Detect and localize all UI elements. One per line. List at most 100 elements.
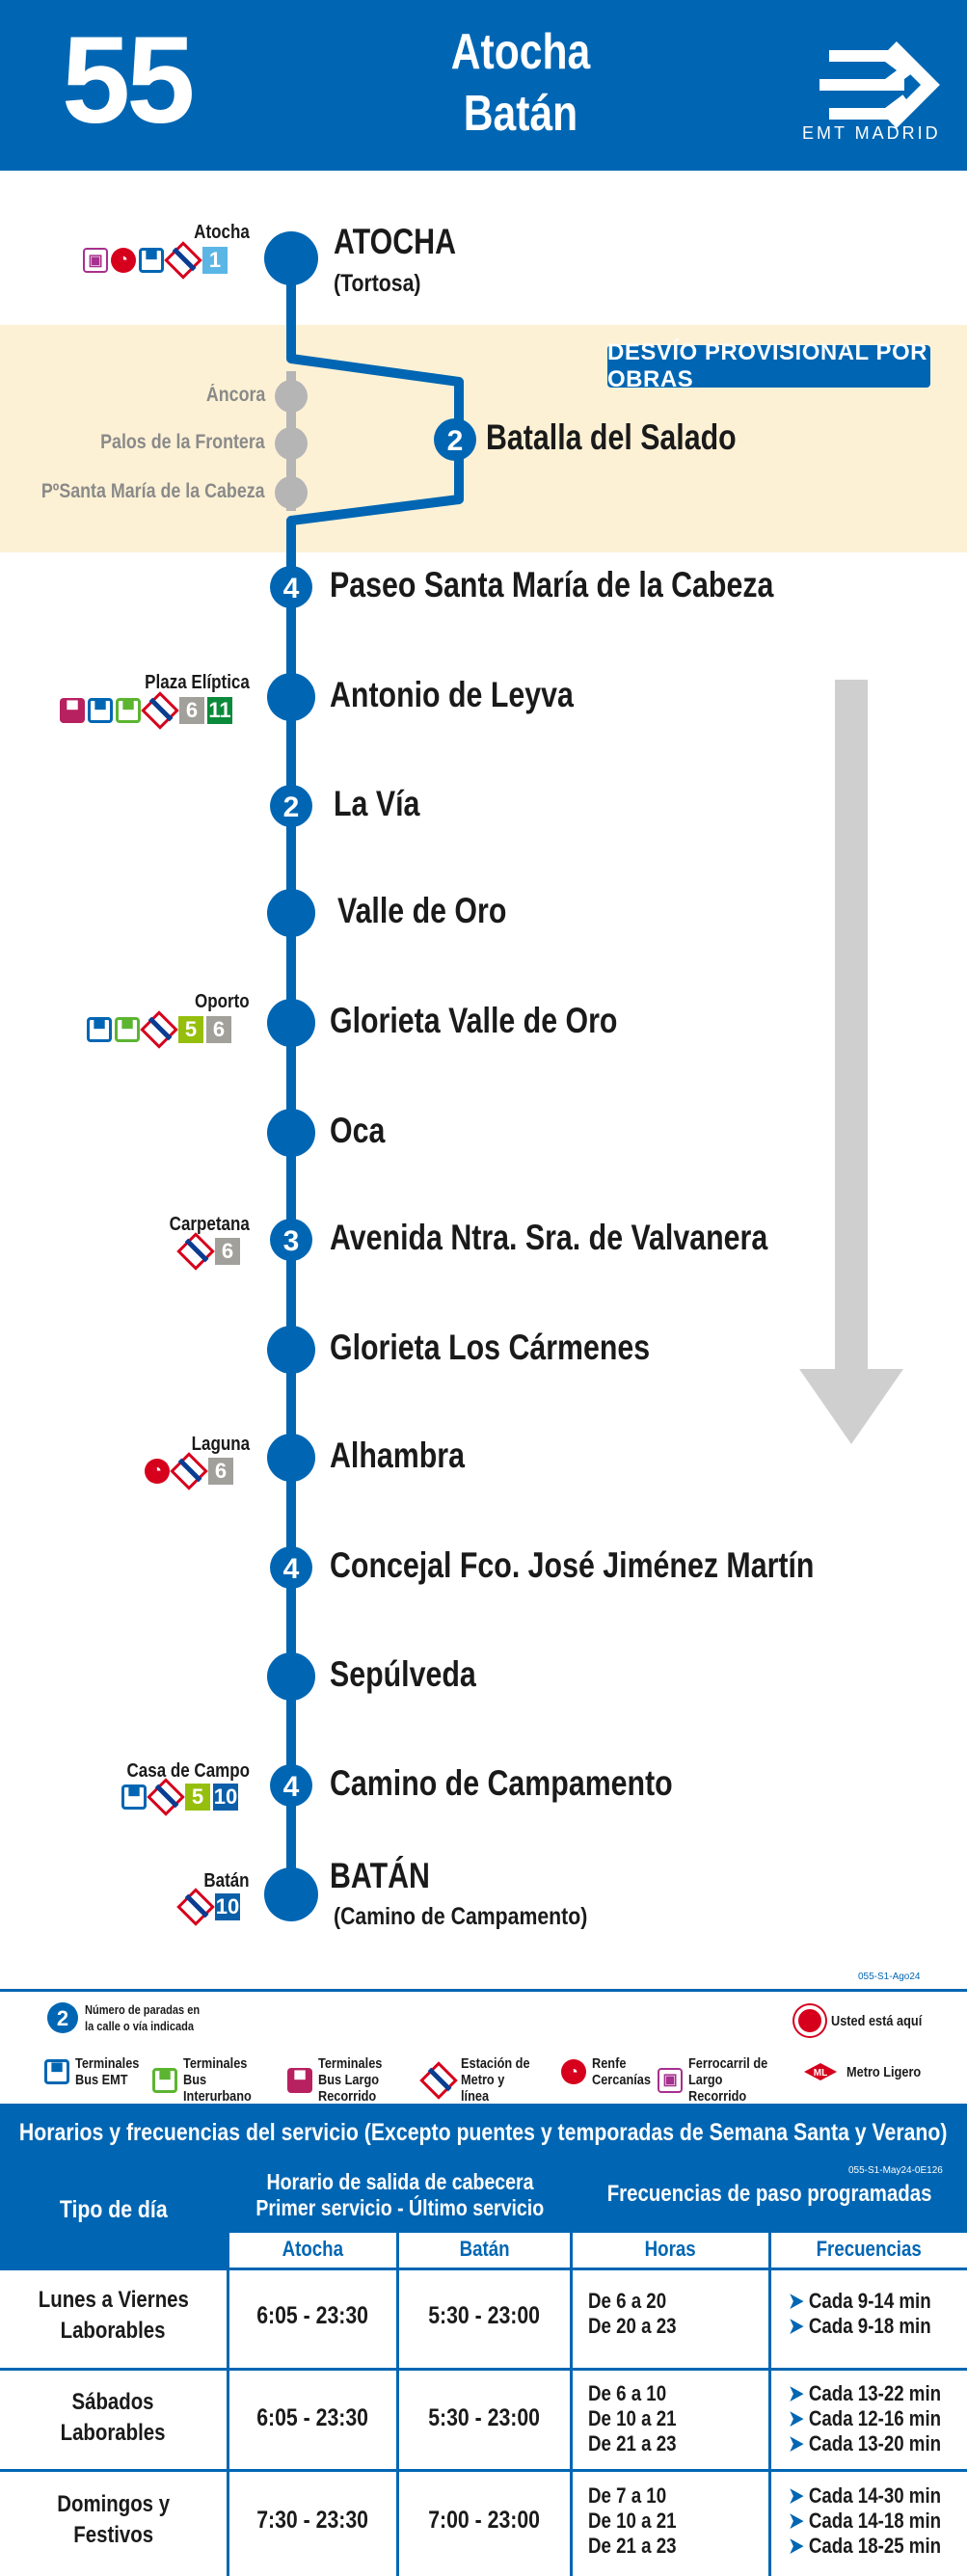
schedule-title: Horarios y frecuencias del servicio (Exc…: [0, 2104, 967, 2161]
metro-line-badge: 5: [178, 1016, 203, 1043]
long-distance-train-icon: ▣: [658, 2067, 683, 2093]
metro-line-badge: 10: [213, 1784, 238, 1811]
grid-line: [768, 2233, 771, 2576]
metro-station-icon: [141, 691, 179, 730]
stop-dot: [264, 1867, 318, 1921]
skipped-stop-label: Palos de la Frontera: [100, 431, 265, 453]
metro-line-badge: 6: [208, 1458, 233, 1485]
metro-station-icon: [176, 1888, 215, 1926]
stop-dot: [270, 785, 312, 827]
metro-line-badge: 6: [179, 697, 204, 724]
metro-station-icon: [176, 1232, 215, 1271]
frequency-values: ➤ Cada 9-14 min➤ Cada 9-18 min: [789, 2289, 931, 2338]
emt-logo-icon: [819, 41, 940, 128]
legend-here-text: Usted está aquí: [831, 2012, 923, 2029]
metro-line-badge: 5: [185, 1784, 210, 1811]
renfe-cercanias-icon: ◔: [111, 248, 136, 273]
connection-label: Casa de Campo: [126, 1760, 250, 1782]
stop-dot: [270, 1764, 312, 1807]
stop-dot: [267, 1434, 315, 1482]
connection-label: Plaza Elíptica: [145, 672, 250, 693]
connections-eliptica: ▀ ▀ ▀ 6 11: [60, 691, 232, 730]
emt-bus-terminal-icon: ▀: [121, 1784, 147, 1810]
grid-line: [0, 2368, 967, 2371]
stop-dot: [267, 999, 315, 1047]
long-distance-train-icon: ▣: [83, 248, 108, 273]
interurban-bus-icon: ▀: [116, 698, 141, 723]
metro-station-icon: [419, 2060, 458, 2100]
long-distance-bus-icon: ▀: [60, 698, 85, 723]
emt-bus-terminal-icon: ▀: [88, 698, 113, 723]
legend-item: ML Metro Ligero: [800, 2061, 934, 2082]
long-distance-bus-icon: ▀: [287, 2067, 312, 2093]
stop-name: La Vía: [334, 784, 420, 823]
atocha-hours: 6:05 - 23:30: [256, 2302, 369, 2329]
col-day-type: Tipo de día: [59, 2196, 168, 2223]
stop-name: Sepúlveda: [330, 1654, 476, 1694]
stop-name: Alhambra: [330, 1436, 465, 1475]
connections-atocha: ▣ ◔ ▀ 1: [83, 241, 228, 280]
legend-item: ▀ Terminales Bus Largo Recorrido: [287, 2055, 415, 2105]
stop-count: 4: [283, 1771, 300, 1803]
legend-item: ▀ Terminales Bus EMT: [44, 2055, 143, 2088]
stop-name: Concejal Fco. José Jiménez Martín: [330, 1545, 815, 1585]
stop-subname: (Tortosa): [334, 270, 421, 297]
metro-line-badge: 11: [207, 697, 232, 724]
connection-label: Laguna: [191, 1434, 250, 1455]
frequency-values: ➤ Cada 14-30 min➤ Cada 14-18 min➤ Cada 1…: [789, 2483, 942, 2558]
route-diagram: 2 4 2 3 4 4: [264, 231, 903, 1921]
sub-frecuencias: Frecuencias: [816, 2237, 923, 2261]
route-destination: Batán: [463, 86, 578, 142]
emt-bus-terminal-icon: ▀: [139, 248, 164, 273]
stop-name: BATÁN: [330, 1856, 430, 1895]
svg-text:2: 2: [57, 2006, 68, 2030]
reference-code: 055-S1-Ago24: [858, 1972, 921, 1982]
sub-batan: Batán: [459, 2237, 510, 2261]
emt-bus-terminal-icon: ▀: [87, 1017, 112, 1042]
batan-hours: 5:30 - 23:00: [428, 2404, 541, 2431]
stop-count: 4: [283, 1553, 300, 1585]
frequency-values: ➤ Cada 13-22 min➤ Cada 12-16 min➤ Cada 1…: [789, 2381, 942, 2455]
skipped-stop-label: PºSanta María de la Cabeza: [41, 480, 265, 502]
connection-label: Batán: [203, 1870, 250, 1892]
stop-count: 4: [283, 573, 300, 604]
stop-dot: [267, 1652, 315, 1701]
legend-divider: [0, 1989, 967, 1992]
stop-name: Paseo Santa María de la Cabeza: [330, 565, 774, 604]
stop-name: Glorieta Valle de Oro: [330, 1001, 618, 1040]
skipped-stop-dot: [275, 427, 308, 460]
metro-line-badge: 10: [215, 1893, 240, 1920]
stop-name: Camino de Campamento: [330, 1763, 673, 1803]
interurban-bus-icon: ▀: [115, 1017, 140, 1042]
stop-name: Valle de Oro: [337, 891, 507, 930]
skipped-stop-dot: [275, 380, 308, 413]
stop-count: 2: [283, 792, 300, 823]
route-line: [286, 258, 464, 1894]
stop-name: Avenida Ntra. Sra. de Valvanera: [330, 1218, 768, 1257]
legend-item: ◔ Renfe Cercanías: [561, 2055, 659, 2088]
stop-dot: [267, 1109, 315, 1157]
atocha-hours: 6:05 - 23:30: [256, 2404, 369, 2431]
stop-name: ATOCHA: [334, 222, 456, 261]
metro-station-icon: [170, 1452, 208, 1490]
stop-dot: [264, 231, 318, 285]
metro-station-icon: [164, 241, 202, 280]
route-terminals: Atocha Batán: [426, 21, 616, 145]
metro-station-icon: [140, 1010, 178, 1049]
connections-laguna: ◔ 6: [145, 1452, 233, 1490]
col-frequencies: Frecuencias de paso programadas: [607, 2181, 932, 2207]
grid-line: [0, 2469, 967, 2472]
interurban-bus-icon: ▀: [152, 2067, 177, 2093]
stop-name: Antonio de Leyva: [330, 675, 574, 714]
renfe-cercanias-icon: ◔: [145, 1459, 170, 1484]
stop-name: Oca: [330, 1111, 386, 1150]
stop-dot: [434, 418, 476, 461]
stop-count-sample-icon: 2: [47, 2002, 78, 2033]
grid-line: [0, 2267, 967, 2270]
metro-line-badge: 6: [215, 1238, 240, 1265]
stop-dot: [270, 1219, 312, 1261]
